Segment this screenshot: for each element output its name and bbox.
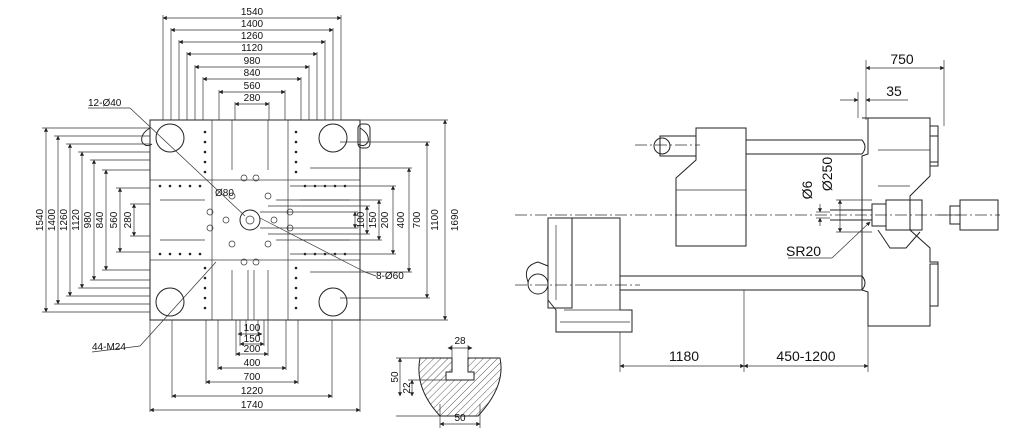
fixed-platen xyxy=(861,117,939,327)
rear-platen xyxy=(547,217,633,333)
tslot-top-dim: 28 xyxy=(454,336,466,347)
bottom-dim-1220: 1220 xyxy=(241,386,264,397)
side-dim-35: 35 xyxy=(886,83,902,99)
left-dim-2: 1260 xyxy=(59,208,70,231)
top-dim-1: 1400 xyxy=(241,19,264,30)
left-dim-4: 980 xyxy=(83,211,94,228)
callout-d80: Ø80 xyxy=(215,188,234,199)
top-dim-6: 560 xyxy=(244,81,261,92)
top-dim-5: 840 xyxy=(244,68,261,79)
side-dim-1180: 1180 xyxy=(669,348,699,364)
center-ring xyxy=(239,209,261,231)
right-dim-200: 200 xyxy=(380,211,391,228)
top-dim-2: 1260 xyxy=(241,31,264,42)
top-dimension-ladder: 1540 1400 1260 1120 980 840 560 280 xyxy=(162,7,342,120)
platen-outline xyxy=(149,119,361,321)
left-dim-6: 560 xyxy=(109,211,120,228)
side-dim-d6: Ø6 xyxy=(799,180,815,199)
tapped-hole-pattern xyxy=(158,130,347,310)
left-dim-1: 1400 xyxy=(47,208,58,231)
bottom-dim-150: 150 xyxy=(244,334,261,345)
tslot-left-outer-dim: 50 xyxy=(390,371,401,383)
tslot-detail: 28 50 22 50 xyxy=(390,336,502,428)
tie-bar-hole-top-right xyxy=(318,123,348,153)
side-dim-stroke: 450-1200 xyxy=(776,348,835,364)
tslot-bottom-dim: 50 xyxy=(454,413,466,424)
side-view: 750 35 Ø250 Ø6 SR20 1180 450-1200 xyxy=(515,51,1000,372)
callout-12-d40: 12-Ø40 xyxy=(88,98,122,109)
right-dim-1100: 1100 xyxy=(430,209,441,231)
side-dim-d250: Ø250 xyxy=(819,157,835,191)
right-dim-1690: 1690 xyxy=(450,208,461,231)
top-dim-0: 1540 xyxy=(241,7,264,18)
right-dim-700: 700 xyxy=(412,211,423,228)
left-dimension-ladder: 1540 1400 1260 1120 980 840 560 280 xyxy=(35,127,150,313)
side-dim-750: 750 xyxy=(890,51,914,67)
bottom-dim-700: 700 xyxy=(244,372,261,383)
tie-bar-hole-bottom-left xyxy=(155,287,185,317)
callout-8-d60: 8-Ø60 xyxy=(376,271,404,282)
callout-44-m24: 44-M24 xyxy=(92,342,126,353)
side-dim-sr20: SR20 xyxy=(786,243,821,259)
left-dim-7: 280 xyxy=(123,211,134,228)
bottom-dimension-ladder: 100 150 200 400 700 1220 1740 xyxy=(149,320,361,413)
right-dim-150: 150 xyxy=(368,211,379,228)
right-dim-400: 400 xyxy=(396,211,407,228)
bottom-dim-100: 100 xyxy=(244,323,261,334)
left-dim-5: 840 xyxy=(95,211,106,228)
bottom-dim-400: 400 xyxy=(244,358,261,369)
platen-front-view: 1540 1400 1260 1120 980 840 560 280 xyxy=(35,7,461,413)
moving-platen xyxy=(675,127,747,247)
top-dim-7: 280 xyxy=(244,93,261,104)
tie-bar-hole-bottom-right xyxy=(318,287,348,317)
left-dim-0: 1540 xyxy=(35,208,46,231)
right-dimension-ladder: 100 150 200 400 700 1100 1690 xyxy=(260,119,461,321)
bottom-dim-1740: 1740 xyxy=(241,400,264,411)
left-dim-3: 1120 xyxy=(71,209,82,231)
bottom-dim-200: 200 xyxy=(244,344,261,355)
top-dim-4: 980 xyxy=(244,56,261,67)
tslot-left-inner-dim: 22 xyxy=(402,382,413,394)
right-dim-100: 100 xyxy=(356,211,367,228)
tie-bar-hole-top-left xyxy=(155,123,185,153)
top-dim-3: 1120 xyxy=(241,43,263,54)
